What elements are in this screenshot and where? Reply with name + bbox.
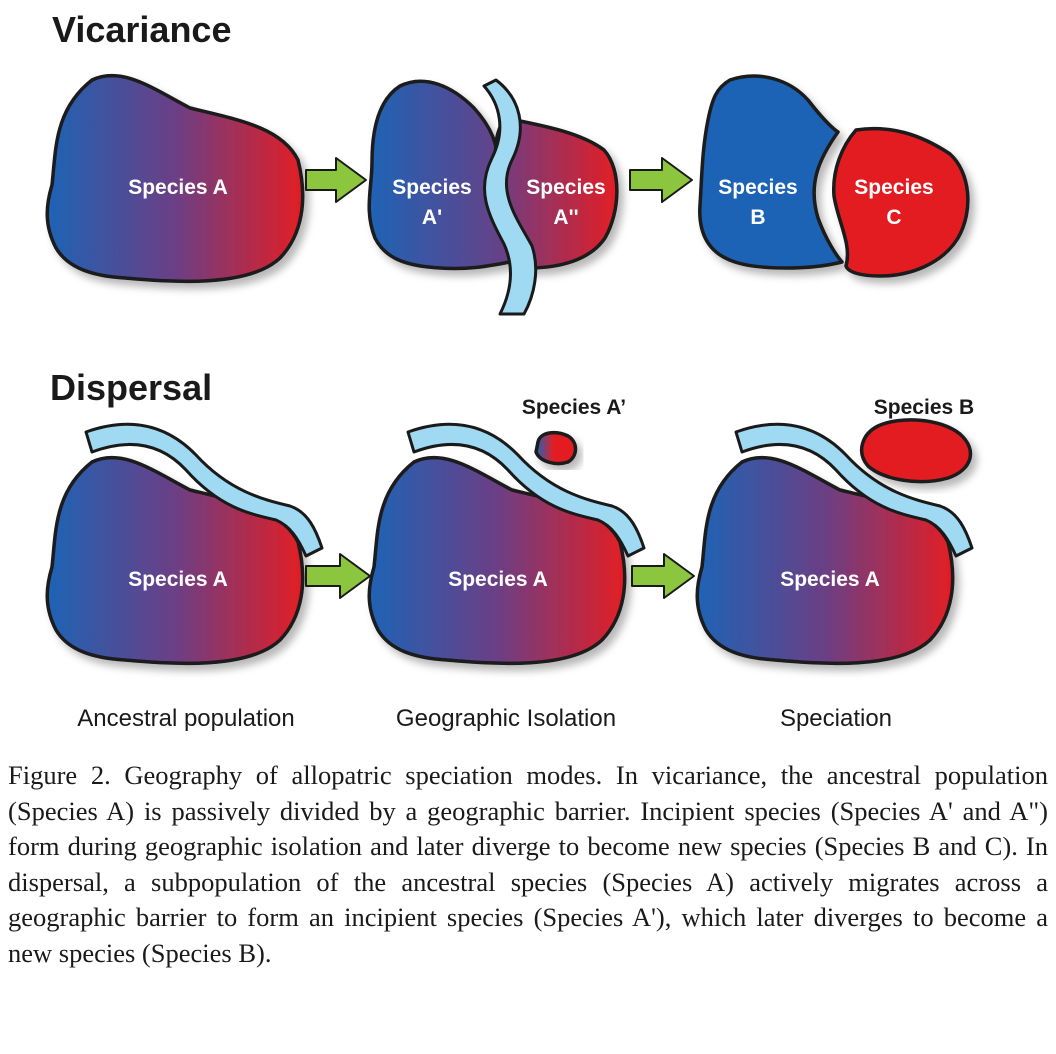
vicariance-stage2-left-line2: A' [422, 206, 442, 229]
source-range-blob [695, 455, 955, 666]
arrow-right-icon [631, 553, 695, 599]
vicariance-stage3-left-line2: B [750, 206, 765, 229]
river-barrier [84, 422, 324, 558]
dispersal-stage1-label: Species A [128, 568, 228, 591]
dispersal-stage3-label: Species A [780, 568, 880, 591]
dispersal-stage3-island-label: Species B [874, 396, 974, 419]
source-range-blob [367, 455, 627, 666]
stage-label-ancestral: Ancestral population [77, 705, 294, 732]
dispersal-stage2-label: Species A [448, 568, 548, 591]
vicariance-stage3-left-line1: Species [718, 176, 797, 199]
stage-label-isolation: Geographic Isolation [396, 705, 616, 732]
river-barrier [406, 422, 646, 558]
speciation-diagram: Vicariance Species A Species A' Species … [45, 9, 974, 732]
river-barrier [734, 422, 974, 558]
species-b-island [859, 418, 973, 484]
speciation-range [698, 74, 970, 278]
arrow-right-icon [629, 157, 693, 203]
dispersed-subpopulation [534, 430, 578, 466]
vicariance-stage3-right-line2: C [886, 206, 901, 229]
dispersal-stage2-island-label: Species A’ [522, 396, 626, 419]
stage-label-speciation: Speciation [780, 705, 892, 732]
vicariance-heading: Vicariance [52, 9, 231, 50]
ancestral-range-blob [45, 455, 305, 666]
arrow-right-icon [305, 553, 371, 599]
figure-caption: Figure 2. Geography of allopatric specia… [8, 760, 1048, 968]
vicariance-stage3-right-line1: Species [854, 176, 933, 199]
species-b-range [698, 74, 844, 270]
range-left-half [367, 79, 512, 271]
vicariance-stage2-right-line2: A'' [553, 206, 578, 229]
vicariance-stage1-label: Species A [128, 176, 228, 199]
vicariance-stage2-right-line1: Species [526, 176, 605, 199]
river-barrier [482, 78, 538, 316]
dispersal-heading: Dispersal [50, 367, 212, 408]
species-c-range [832, 126, 970, 278]
vicariance-stage2-left-line1: Species [392, 176, 471, 199]
arrow-right-icon [305, 157, 367, 203]
